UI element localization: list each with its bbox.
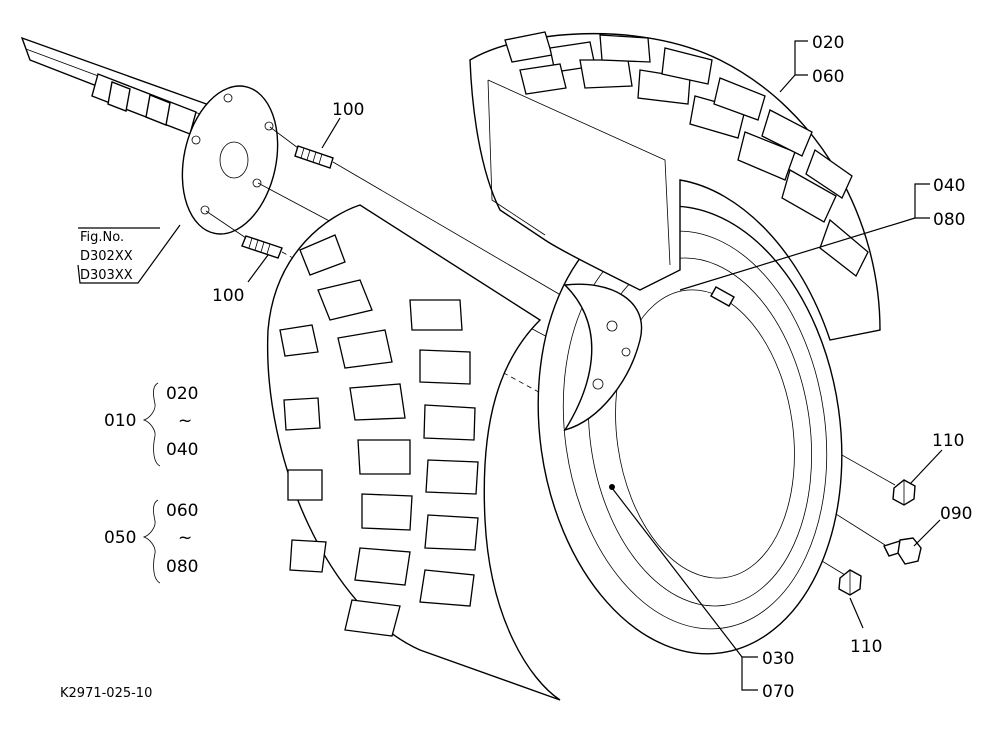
hub-flange bbox=[181, 85, 279, 235]
axle-shaft bbox=[20, 36, 213, 135]
fig-no-label: Fig.No. bbox=[80, 230, 124, 245]
label-020: 020 bbox=[812, 33, 844, 53]
rear-tire bbox=[266, 204, 561, 701]
group-050-label: 050 bbox=[104, 528, 136, 548]
label-110-upper: 110 bbox=[932, 431, 964, 451]
group-010-start: 020 bbox=[166, 384, 198, 404]
label-090: 090 bbox=[940, 504, 972, 524]
callout-leaders bbox=[77, 40, 943, 691]
group-050-end: 080 bbox=[166, 557, 198, 577]
rim-center-dot bbox=[609, 484, 615, 490]
nut-lower bbox=[838, 569, 862, 596]
front-tire-cutaway bbox=[469, 31, 881, 341]
group-010-label: 010 bbox=[104, 411, 136, 431]
group-010-end: 040 bbox=[166, 440, 198, 460]
drawing-code: K2971-025-10 bbox=[60, 686, 152, 701]
fig-ref-d303xx: D303XX bbox=[80, 268, 133, 283]
stud-upper bbox=[294, 145, 334, 169]
group-050-range: ~ bbox=[178, 528, 192, 548]
group-010-range: ~ bbox=[178, 411, 192, 431]
fig-ref-d302xx: D302XX bbox=[80, 249, 133, 264]
label-100-lower: 100 bbox=[212, 286, 244, 306]
stud-lower bbox=[241, 235, 283, 259]
nut-upper bbox=[892, 479, 916, 506]
valve bbox=[710, 286, 735, 307]
label-110-lower: 110 bbox=[850, 637, 882, 657]
label-030: 030 bbox=[762, 649, 794, 669]
label-070: 070 bbox=[762, 682, 794, 702]
label-100-upper: 100 bbox=[332, 100, 364, 120]
group-050-start: 060 bbox=[166, 501, 198, 521]
label-080: 080 bbox=[933, 210, 965, 230]
bolt bbox=[883, 537, 922, 565]
rim-disc bbox=[563, 283, 643, 432]
label-060: 060 bbox=[812, 67, 844, 87]
label-040: 040 bbox=[933, 176, 965, 196]
